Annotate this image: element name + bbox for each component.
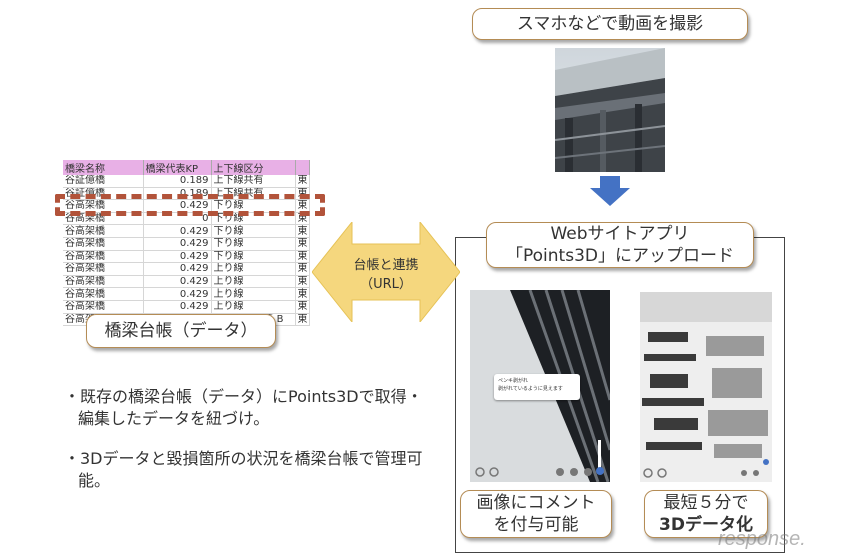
ledger-cell[interactable]: 東 xyxy=(295,237,310,251)
ledger-cell[interactable]: 谷高架橋 xyxy=(63,287,144,301)
watermark-text: response. xyxy=(718,528,806,550)
bullet-item: ・3Dデータと毀損箇所の状況を橋梁台帳で管理可能。 xyxy=(64,449,423,490)
link-label: 台帳と連携 （URL） xyxy=(330,256,442,294)
ledger-cell[interactable]: 下り線 xyxy=(211,224,296,238)
watermark: response. xyxy=(718,528,806,551)
popup-body: 剥がれているように見えます xyxy=(498,386,563,392)
ledger-label: 橋梁台帳（データ） xyxy=(86,314,276,348)
comment-line2: を付与可能 xyxy=(493,515,579,535)
comment-label: 画像にコメント を付与可能 xyxy=(460,490,612,538)
ledger-header-row: 橋梁名称 橋梁代表KP 上下線区分 xyxy=(63,160,310,175)
ledger-header[interactable]: 上下線区分 xyxy=(211,160,296,175)
bullet-item: ・既存の橋梁台帳（データ）にPoints3Dで取得・編集したデータを紐づけ。 xyxy=(64,387,423,428)
bridge-photo-image xyxy=(555,48,665,172)
upload-line1: Webサイトアプリ xyxy=(550,224,690,244)
ledger-cell[interactable]: 東 xyxy=(295,175,310,188)
ledger-cell[interactable]: 谷高架橋 xyxy=(63,237,144,251)
ledger-cell[interactable]: 東 xyxy=(295,313,310,327)
ledger-cell[interactable]: 東 xyxy=(295,300,310,314)
ledger-cell[interactable]: 0.429 xyxy=(143,250,212,264)
fast-line1: 最短５分で xyxy=(663,493,749,513)
ledger-cell[interactable]: 東 xyxy=(295,275,310,289)
ledger-cell[interactable]: 0.429 xyxy=(143,237,212,251)
highlight-dashed-box xyxy=(55,194,325,216)
ledger-header[interactable] xyxy=(295,160,310,175)
ledger-cell[interactable]: 上り線 xyxy=(211,262,296,276)
ledger-cell[interactable]: 0.429 xyxy=(143,300,212,314)
ledger-cell[interactable]: 谷高架橋 xyxy=(63,250,144,264)
video-capture-label: スマホなどで動画を撮影 xyxy=(472,8,748,40)
ledger-cell[interactable]: 東 xyxy=(295,224,310,238)
ledger-cell[interactable]: 0.429 xyxy=(143,275,212,289)
fast-line2: 3Dデータ化 xyxy=(659,515,753,535)
comment-popup: ペンキ剥がれ 剥がれているように見えます xyxy=(494,374,580,400)
ledger-cell[interactable]: 上下線共有 xyxy=(211,175,296,188)
ledger-cell[interactable]: 0.429 xyxy=(143,224,212,238)
comment-screenshot: ペンキ剥がれ 剥がれているように見えます xyxy=(470,290,610,482)
ledger-cell[interactable]: 谷高架橋 xyxy=(63,262,144,276)
ledger-header[interactable]: 橋梁名称 xyxy=(63,160,144,175)
upload-line2: 「Points3D」にアップロード xyxy=(506,246,734,266)
comment-line1: 画像にコメント xyxy=(476,493,596,513)
link-double-arrow xyxy=(312,222,460,322)
link-line1: 台帳と連携 xyxy=(353,258,419,273)
ledger-cell[interactable]: 東 xyxy=(295,262,310,276)
upload-app-label: Webサイトアプリ 「Points3D」にアップロード xyxy=(486,222,754,268)
pointcloud-image xyxy=(640,292,772,482)
ledger-cell[interactable]: 東 xyxy=(295,287,310,301)
video-capture-text: スマホなどで動画を撮影 xyxy=(516,14,704,34)
ledger-cell[interactable]: 谷証億橋 xyxy=(63,175,144,188)
description-bullets: ・既存の橋梁台帳（データ）にPoints3Dで取得・編集したデータを紐づけ。 ・… xyxy=(64,386,434,510)
popup-title: ペンキ剥がれ xyxy=(498,378,529,384)
ledger-cell[interactable]: 谷高架橋 xyxy=(63,275,144,289)
ledger-cell[interactable]: 下り線 xyxy=(211,237,296,251)
down-arrow-icon xyxy=(590,176,630,206)
ledger-cell[interactable]: 上り線 xyxy=(211,287,296,301)
pointcloud-screenshot xyxy=(640,292,772,482)
ledger-cell[interactable]: 下り線 xyxy=(211,250,296,264)
fast-3d-label: 最短５分で 3Dデータ化 xyxy=(644,490,768,538)
ledger-cell[interactable]: 上り線 xyxy=(211,300,296,314)
ledger-header[interactable]: 橋梁代表KP xyxy=(143,160,212,175)
ledger-cell[interactable]: 0.429 xyxy=(143,287,212,301)
ledger-cell[interactable]: 谷高架橋 xyxy=(63,300,144,314)
link-line2: （URL） xyxy=(360,277,412,292)
ledger-cell[interactable]: 上り線 xyxy=(211,275,296,289)
bridge-photo xyxy=(555,48,665,172)
ledger-cell[interactable]: 東 xyxy=(295,250,310,264)
ledger-cell[interactable]: 0.429 xyxy=(143,262,212,276)
ledger-cell[interactable]: 谷高架橋 xyxy=(63,224,144,238)
ledger-text: 橋梁台帳（データ） xyxy=(104,321,258,341)
ledger-cell[interactable]: 0.189 xyxy=(143,175,212,188)
